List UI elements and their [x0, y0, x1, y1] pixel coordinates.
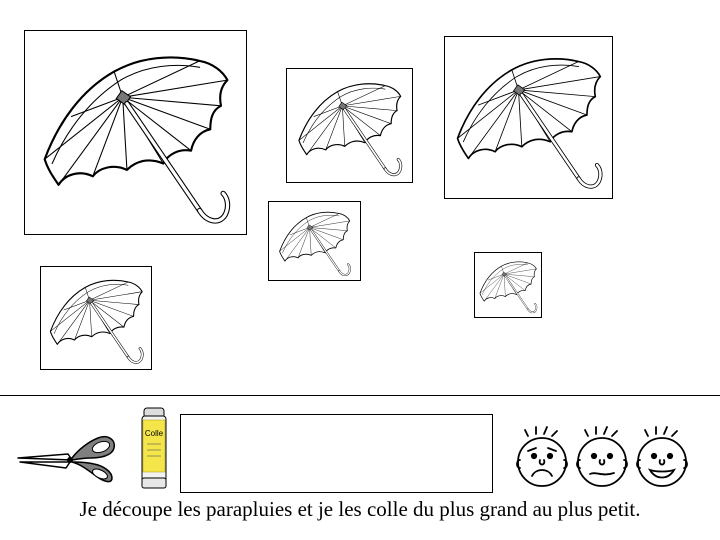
umbrella-icon	[25, 31, 246, 234]
glue-stick-icon: Colle	[141, 407, 167, 489]
umbrella-icon	[287, 69, 412, 182]
umbrella-card-3	[444, 36, 613, 199]
scissors-icon	[17, 436, 116, 483]
instruction-text: Je découpe les parapluies et je les coll…	[79, 497, 641, 521]
umbrella-card-2	[286, 68, 413, 183]
umbrella-card-4	[268, 201, 361, 281]
umbrella-icon	[475, 253, 541, 317]
happy-face-icon	[636, 426, 688, 487]
umbrella-icon	[445, 37, 612, 198]
self-assessment-faces	[516, 426, 688, 487]
glue-label: Colle	[145, 429, 164, 438]
umbrella-icon	[41, 267, 151, 369]
sad-face-icon	[516, 426, 568, 487]
umbrella-card-6	[474, 252, 542, 318]
answer-box	[180, 414, 493, 493]
cut-line-divider	[0, 395, 720, 396]
neutral-face-icon	[576, 426, 628, 487]
umbrella-card-5	[40, 266, 152, 370]
umbrella-icon	[269, 202, 360, 280]
umbrella-card-1	[24, 30, 247, 235]
